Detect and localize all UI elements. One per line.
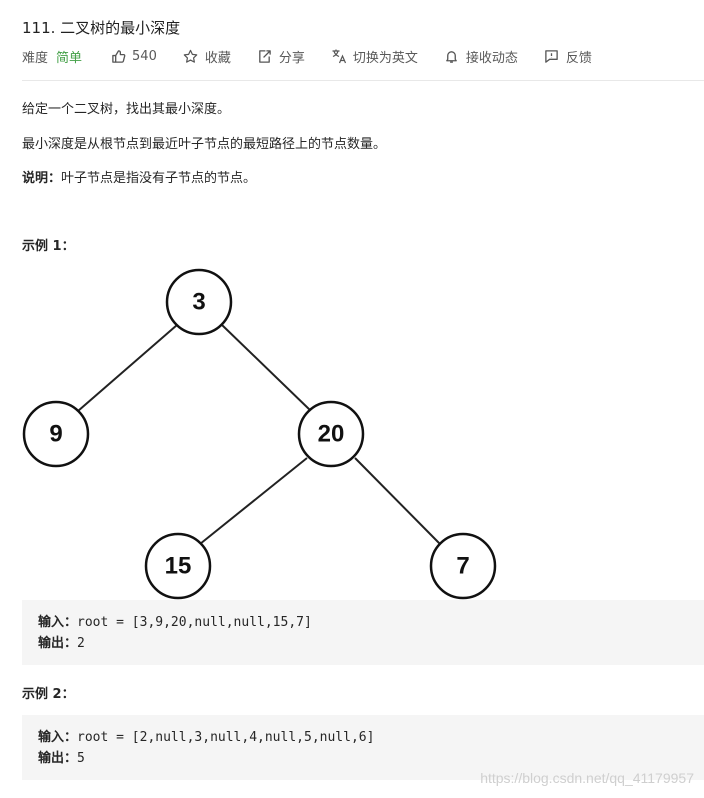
tree-edge <box>354 457 441 545</box>
input-label: 输入： <box>38 730 78 745</box>
tree-edge <box>77 324 178 412</box>
notify-label: 接收动态 <box>465 50 518 66</box>
like-button[interactable]: 540 <box>110 48 157 64</box>
binary-tree-diagram: 3 9 20 15 7 <box>22 268 497 600</box>
tree-node <box>429 532 497 600</box>
example-1-code-block: 输入：root = [3,9,20,null,null,15,7] 输出：2 <box>22 600 704 665</box>
tree-node-label: 15 <box>165 553 192 580</box>
watermark: https://blog.csdn.net/qq_41179957 <box>480 770 694 786</box>
description-paragraph: 给定一个二叉树，找出其最小深度。 <box>22 102 231 117</box>
share-label: 分享 <box>278 50 305 66</box>
star-icon <box>183 48 199 64</box>
feedback-icon <box>544 48 560 64</box>
like-count: 540 <box>132 48 157 64</box>
tree-node <box>144 532 212 600</box>
tree-edge <box>221 324 312 412</box>
difficulty-value: 简单 <box>56 50 83 66</box>
tree-node <box>297 400 365 468</box>
output-value: 5 <box>77 751 85 766</box>
share-button[interactable]: 分享 <box>257 47 305 66</box>
divider <box>22 80 704 81</box>
example-1-output-line: 输出：2 <box>38 633 688 654</box>
tree-node-label: 20 <box>318 421 345 448</box>
example-2-code-block: 输入：root = [2,null,3,null,4,null,5,null,6… <box>22 715 704 780</box>
example-2-input-line: 输入：root = [2,null,3,null,4,null,5,null,6… <box>38 727 688 748</box>
bell-icon <box>444 48 460 64</box>
favorite-label: 收藏 <box>204 50 231 66</box>
note-text: 叶子节点是指没有子节点的节点。 <box>61 171 257 186</box>
example-1-input-line: 输入：root = [3,9,20,null,null,15,7] <box>38 612 688 633</box>
example-2-output-line: 输出：5 <box>38 748 688 769</box>
input-value: root = [2,null,3,null,4,null,5,null,6] <box>77 730 375 745</box>
translate-icon <box>331 48 347 64</box>
notify-button[interactable]: 接收动态 <box>444 47 518 66</box>
meta-bar: 难度 简单 540 收藏 分享 <box>22 46 618 66</box>
tree-node-label: 9 <box>49 421 62 448</box>
example-2-title: 示例 2： <box>22 687 75 702</box>
note-label: 说明： <box>22 171 62 186</box>
example-1-title: 示例 1： <box>22 239 75 254</box>
tree-edge <box>199 457 308 545</box>
tree-node-label: 7 <box>456 553 469 580</box>
description-note: 说明：叶子节点是指没有子节点的节点。 <box>22 167 256 186</box>
output-label: 输出： <box>38 751 78 766</box>
share-icon <box>257 48 273 64</box>
favorite-button[interactable]: 收藏 <box>183 47 231 66</box>
switch-language-button[interactable]: 切换为英文 <box>331 47 418 66</box>
switch-language-label: 切换为英文 <box>352 50 418 66</box>
thumbs-up-icon <box>110 48 126 64</box>
tree-node-label: 3 <box>192 289 205 316</box>
output-label: 输出： <box>38 636 78 651</box>
input-label: 输入： <box>38 615 78 630</box>
problem-title: 111. 二叉树的最小深度 <box>22 19 181 37</box>
difficulty-label: 难度 <box>22 50 49 66</box>
feedback-button[interactable]: 反馈 <box>544 47 592 66</box>
output-value: 2 <box>77 636 85 651</box>
tree-node <box>165 268 233 336</box>
input-value: root = [3,9,20,null,null,15,7] <box>77 615 312 630</box>
feedback-label: 反馈 <box>565 50 592 66</box>
tree-node <box>22 400 90 468</box>
description-paragraph-2: 最小深度是从根节点到最近叶子节点的最短路径上的节点数量。 <box>22 137 387 152</box>
